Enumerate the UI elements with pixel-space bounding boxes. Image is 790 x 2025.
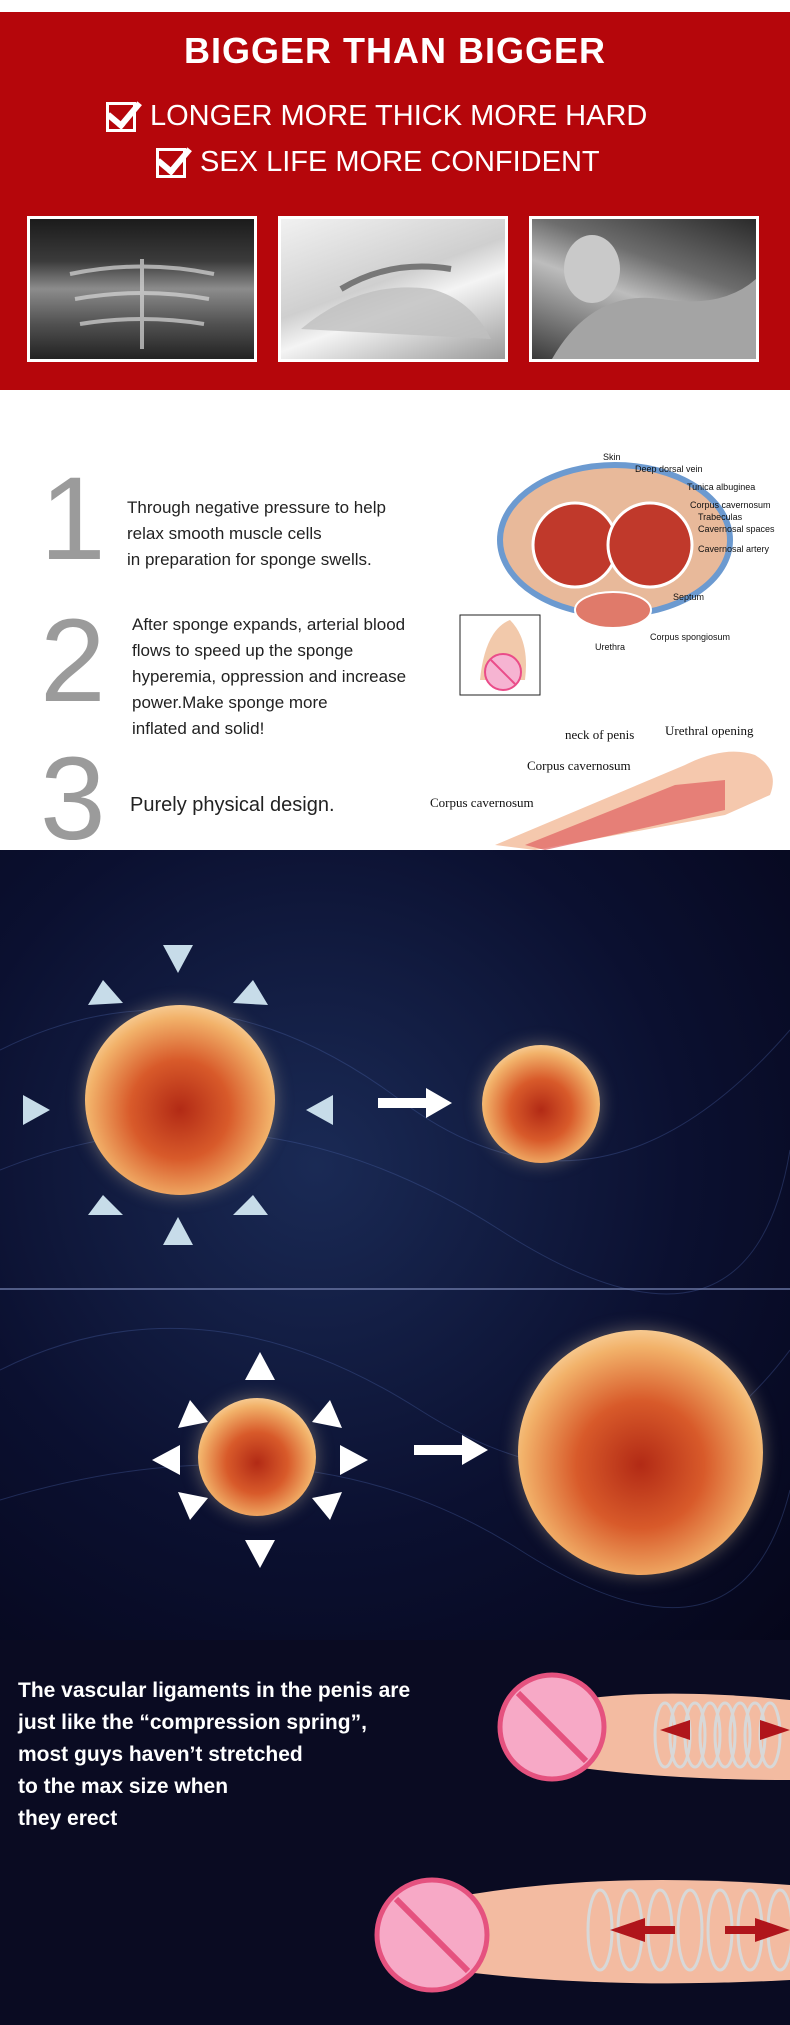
step-1-line-2: relax smooth muscle cells xyxy=(127,524,322,543)
arrow-icon xyxy=(88,1195,123,1215)
arrow-icon xyxy=(312,1400,342,1428)
anatomy-label: Corpus cavernosum xyxy=(430,795,534,810)
step-number-2: 2 xyxy=(40,595,106,727)
arrow-icon xyxy=(306,1095,333,1125)
step-number-1: 1 xyxy=(40,453,106,585)
anatomy-label: Urethral opening xyxy=(665,725,754,738)
right-arrow-icon xyxy=(378,1088,452,1118)
anatomy-label: Trabeculas xyxy=(698,512,743,522)
right-arrow-icon xyxy=(414,1435,488,1465)
cross-section-diagram: Skin Deep dorsal vein Tunica albuginea C… xyxy=(459,452,775,696)
arrow-icon xyxy=(245,1352,275,1380)
arrow-icon xyxy=(23,1095,50,1125)
anatomy-label: Cavernosal artery xyxy=(698,544,770,554)
step-2-line-5: inflated and solid! xyxy=(132,719,265,738)
step-1-line-1: Through negative pressure to help xyxy=(127,498,386,517)
anatomy-label: Corpus cavernosum xyxy=(527,758,631,773)
step-text-3: Purely physical design. xyxy=(130,794,335,816)
arrow-icon xyxy=(178,1492,208,1520)
step-2-line-1: After sponge expands, arterial blood xyxy=(132,615,406,634)
spring-line-5: they erect xyxy=(18,1807,118,1830)
arrow-icon xyxy=(178,1400,208,1428)
arrow-icon xyxy=(245,1540,275,1568)
benefit-line-1: LONGER MORE THICK MORE HARD xyxy=(106,100,647,133)
anatomy-label: Urethra xyxy=(595,642,625,652)
mechanism-steps: 1 Through negative pressure to help rela… xyxy=(0,390,790,858)
anatomy-label: Corpus cavernosum xyxy=(690,500,771,510)
spring-line-4: to the max size when xyxy=(18,1775,229,1798)
inward-arrows xyxy=(23,945,333,1245)
arrow-icon xyxy=(340,1445,368,1475)
spring-line-1: The vascular ligaments in the penis are xyxy=(18,1679,411,1702)
outward-arrows xyxy=(152,1352,368,1568)
compression-spring-section: The vascular ligaments in the penis are … xyxy=(0,1640,790,2025)
arrow-icon xyxy=(163,1217,193,1245)
benefit-line-2: SEX LIFE MORE CONFIDENT xyxy=(156,146,600,179)
large-cell-image xyxy=(518,1330,763,1575)
compressed-spring-illustration xyxy=(497,1672,790,1782)
stretched-spring-illustration xyxy=(374,1877,790,1993)
anatomy-label: Tunica albuginea xyxy=(687,482,755,492)
banner-title: BIGGER THAN BIGGER xyxy=(183,30,606,71)
arrow-icon xyxy=(163,945,193,973)
step-2-line-4: power.Make sponge more xyxy=(132,693,328,712)
hero-banner: BIGGER THAN BIGGER LONGER MORE THICK MOR… xyxy=(0,0,790,390)
arrow-icon xyxy=(233,980,268,1005)
anatomy-label: neck of penis xyxy=(565,727,634,742)
checkbox-icon xyxy=(156,147,186,178)
anatomy-label: Skin xyxy=(603,452,621,462)
hands-photo xyxy=(278,216,508,362)
checkbox-icon xyxy=(106,101,136,132)
large-cell-image xyxy=(85,1005,275,1195)
arrow-icon xyxy=(152,1445,180,1475)
step-number-3: 3 xyxy=(40,733,106,865)
step-2-line-2: flows to speed up the sponge xyxy=(132,641,354,660)
woman-photo xyxy=(529,216,759,362)
step-2-line-3: hyperemia, oppression and increase xyxy=(132,667,407,686)
section-divider xyxy=(0,1288,790,1290)
spring-line-2: just like the “compression spring”, xyxy=(18,1711,367,1734)
longitudinal-diagram: neck of penis Urethral opening Corpus ca… xyxy=(430,725,773,850)
cell-expansion-illustration xyxy=(0,850,790,1640)
arrow-icon xyxy=(233,1195,268,1215)
anatomy-label: Corpus spongiosum xyxy=(650,632,730,642)
anatomy-label: Septum xyxy=(673,592,704,602)
spring-line-3: most guys haven’t stretched xyxy=(18,1743,303,1766)
abs-photo xyxy=(27,216,257,362)
benefit-text-2: SEX LIFE MORE CONFIDENT xyxy=(200,146,600,178)
anatomy-label: Cavernosal spaces xyxy=(698,524,775,534)
spring-description: The vascular ligaments in the penis are … xyxy=(18,1675,410,1835)
arrow-icon xyxy=(88,980,123,1005)
anatomy-label: Deep dorsal vein xyxy=(635,464,703,474)
benefit-text-1: LONGER MORE THICK MORE HARD xyxy=(150,100,648,132)
small-cell-image xyxy=(198,1398,316,1516)
step-text-1: Through negative pressure to help relax … xyxy=(127,495,386,573)
step-1-line-3: in preparation for sponge swells. xyxy=(127,550,372,569)
step-text-2: After sponge expands, arterial blood flo… xyxy=(132,612,406,742)
small-cell-image xyxy=(482,1045,600,1163)
arrow-icon xyxy=(312,1492,342,1520)
